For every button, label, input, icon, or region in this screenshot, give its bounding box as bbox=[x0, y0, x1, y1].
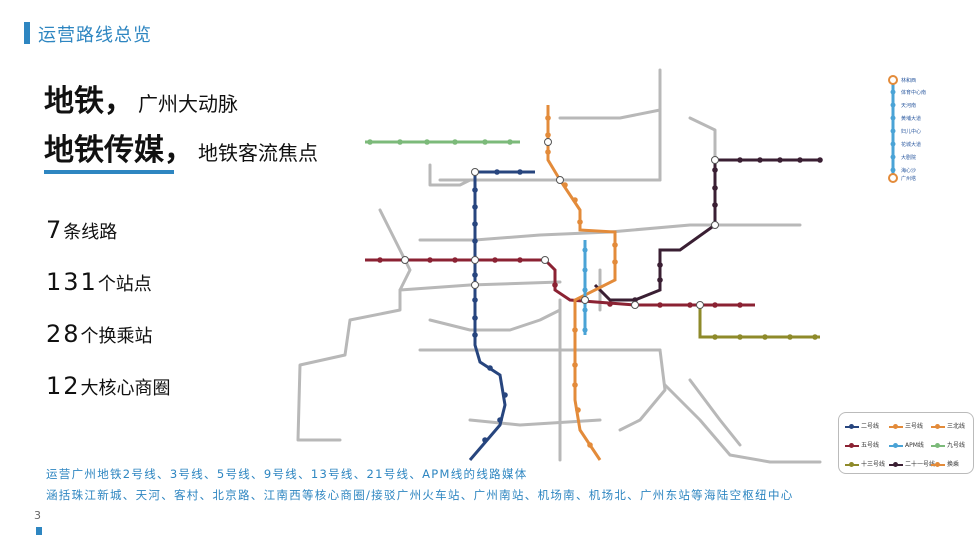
legend-swatch bbox=[931, 442, 945, 448]
grey-line bbox=[663, 383, 822, 464]
line-3-stations bbox=[545, 115, 618, 448]
page-number: 3 bbox=[34, 509, 41, 522]
grey-line bbox=[468, 418, 602, 427]
stat-label: 条线路 bbox=[63, 222, 118, 243]
line-9-stations bbox=[367, 139, 513, 145]
headline-2: 地铁传媒，地铁客流焦点 bbox=[44, 125, 318, 169]
legend-item: 三北线 bbox=[931, 421, 965, 430]
headline-2-big: 地铁传媒， bbox=[44, 133, 194, 168]
line-13 bbox=[698, 305, 820, 339]
legend-item: 十三号线 bbox=[845, 459, 885, 468]
line-2 bbox=[468, 170, 535, 461]
stat-label: 个换乘站 bbox=[80, 326, 153, 347]
legend-item: 九号线 bbox=[931, 440, 965, 449]
legend-swatch bbox=[889, 461, 903, 467]
legend-swatch bbox=[931, 461, 945, 467]
stat-number: 131 bbox=[46, 268, 98, 296]
legend-label: 五号线 bbox=[861, 442, 880, 449]
legend-swatch bbox=[889, 423, 903, 429]
line-21-stations bbox=[632, 157, 823, 303]
legend-label: 三北线 bbox=[947, 423, 966, 430]
headline-1-big: 地铁， bbox=[44, 84, 134, 119]
legend-label: 三号线 bbox=[905, 423, 924, 430]
stat-number: 28 bbox=[46, 320, 81, 348]
legend-swatch bbox=[845, 442, 859, 448]
legend-label: 九号线 bbox=[947, 442, 966, 449]
legend-swatch bbox=[845, 423, 859, 429]
header-accent-bar bbox=[24, 22, 30, 44]
legend-swatch bbox=[889, 442, 903, 448]
apm-station-label: 体育中心南 bbox=[901, 90, 927, 96]
legend-label: 二号线 bbox=[861, 423, 880, 430]
line-apm-stations bbox=[582, 247, 588, 333]
apm-station-label: 黄埔大道 bbox=[901, 116, 922, 122]
grey-line bbox=[688, 116, 717, 222]
headline-1: 地铁，广州大动脉 bbox=[44, 76, 238, 120]
apm-station-label: 广州塔 bbox=[901, 176, 917, 182]
stat-transfers: 28个换乘站 bbox=[46, 320, 153, 348]
legend-item: 三号线 bbox=[889, 421, 923, 430]
line-13-stations bbox=[712, 334, 818, 340]
legend-item: 五号线 bbox=[845, 440, 879, 449]
stat-business-districts: 12大核心商圈 bbox=[46, 372, 171, 400]
page-title: 运营路线总览 bbox=[38, 25, 152, 46]
legend-item: 二号线 bbox=[845, 421, 879, 430]
line-2-stations bbox=[472, 169, 523, 443]
legend-label: 换乘 bbox=[947, 461, 960, 468]
headline-1-small: 广州大动脉 bbox=[138, 92, 238, 116]
grey-line bbox=[398, 280, 562, 292]
stat-number: 7 bbox=[46, 216, 64, 244]
footer-line-1: 运营广州地铁2号线、3号线、5号线、9号线、13号线、21号线、APM线的线路媒… bbox=[46, 467, 528, 481]
grey-line bbox=[558, 68, 662, 120]
map-legend: 二号线 三号线 三北线 五号线 APM线 九号线 十三号线 二十一号线 换乘 bbox=[838, 412, 974, 474]
apm-station-label: 妇儿中心 bbox=[901, 129, 922, 135]
stat-stations: 131个站点 bbox=[46, 268, 152, 296]
legend-item: 二十一号线 bbox=[889, 459, 935, 468]
legend-label: APM线 bbox=[905, 442, 924, 449]
apm-station-label: 天河南 bbox=[901, 103, 917, 109]
apm-station-label: 大剧院 bbox=[901, 155, 917, 161]
legend-item: APM线 bbox=[889, 440, 924, 449]
grey-line bbox=[296, 208, 412, 442]
stat-number: 12 bbox=[46, 372, 81, 400]
grey-line bbox=[428, 308, 562, 332]
headline-underline bbox=[44, 170, 174, 174]
apm-station-label: 海心沙 bbox=[901, 168, 917, 174]
stat-lines: 7条线路 bbox=[46, 216, 117, 244]
legend-swatch bbox=[931, 423, 945, 429]
apm-strip-stations bbox=[890, 89, 896, 173]
legend-label: 二十一号线 bbox=[905, 461, 936, 468]
legend-label: 十三号线 bbox=[861, 461, 886, 468]
line-21 bbox=[593, 158, 820, 302]
transfer-stations bbox=[401, 138, 719, 309]
apm-station-label: 花城大道 bbox=[901, 142, 922, 148]
legend-item: 换乘 bbox=[931, 459, 959, 468]
stat-label: 大核心商圈 bbox=[80, 378, 171, 399]
grey-line bbox=[618, 348, 667, 432]
headline-2-small: 地铁客流焦点 bbox=[198, 141, 318, 165]
apm-station-label: 林和西 bbox=[901, 78, 917, 84]
grey-line bbox=[688, 378, 742, 447]
other-lines bbox=[296, 68, 822, 464]
grey-line bbox=[428, 163, 472, 187]
stat-label: 个站点 bbox=[97, 274, 152, 295]
apm-strip-ends bbox=[888, 75, 898, 183]
page-number-bar bbox=[36, 527, 42, 535]
footer-line-2: 涵括珠江新城、天河、客村、北京路、江南西等核心商圈/接驳广州火车站、广州南站、机… bbox=[46, 488, 794, 502]
legend-swatch bbox=[845, 461, 859, 467]
